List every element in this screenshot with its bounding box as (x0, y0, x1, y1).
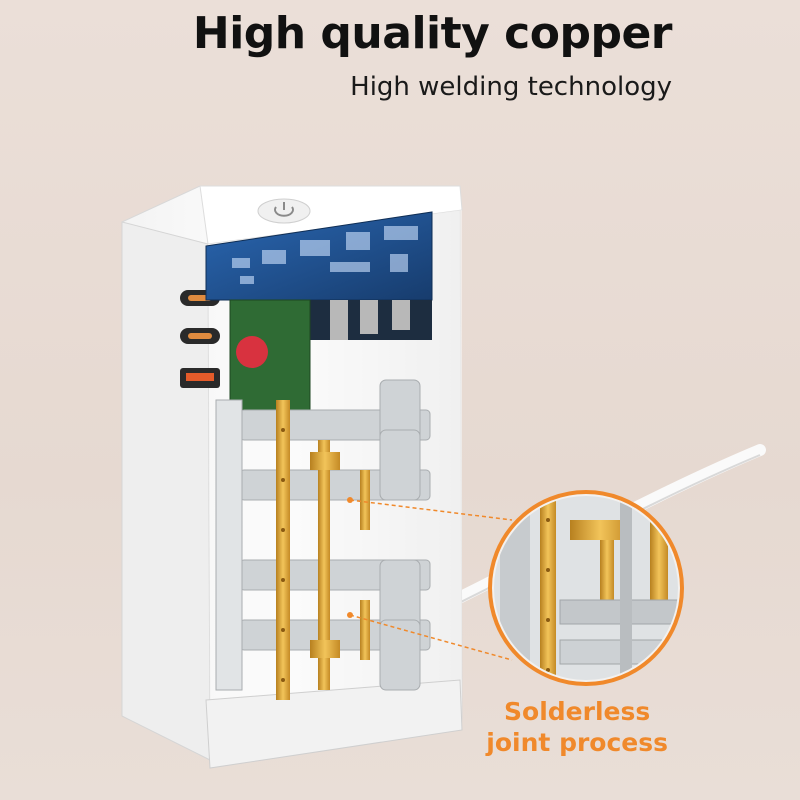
headline: High quality copper (192, 8, 673, 59)
callout-leader-lines (347, 497, 513, 661)
circuit-board (205, 211, 433, 411)
zoom-detail-circle (488, 490, 684, 686)
callout-text: Solderless joint process (486, 696, 668, 758)
callout-line-1: Solderless (504, 697, 651, 726)
subheadline: High welding technology (350, 72, 672, 102)
usb-ports (180, 290, 220, 388)
power-button-icon (257, 198, 311, 224)
callout-line-2: joint process (486, 728, 668, 757)
copper-strips (276, 400, 370, 700)
